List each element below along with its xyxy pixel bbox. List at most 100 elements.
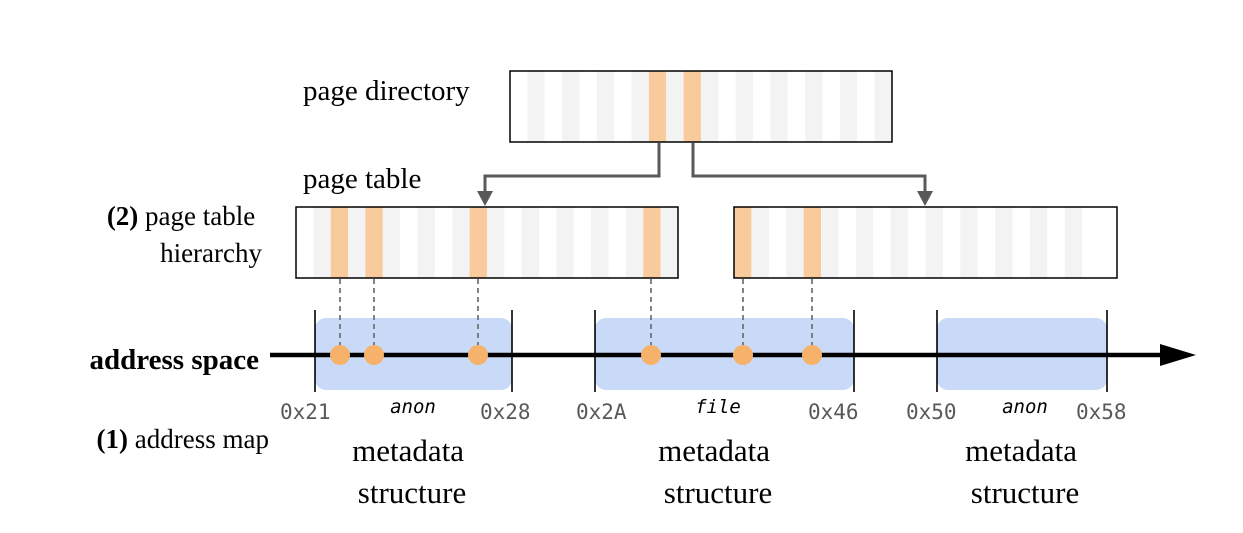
page-table-right-entry: [821, 207, 839, 278]
page-directory-entry: [753, 71, 771, 142]
page-table-left-entry: [591, 207, 609, 278]
arrowhead-right: [917, 191, 933, 206]
page-table-label: page table: [303, 163, 421, 195]
page-directory-entry-present: [648, 71, 667, 142]
page-directory: [509, 70, 893, 143]
page-table-right-entry: [977, 207, 996, 278]
page-table-left-entry: [539, 207, 557, 278]
address-map-label: (1) address map: [97, 424, 269, 454]
page-table-left-entry-present: [643, 207, 661, 278]
arrow-to-left-page-table: [483, 143, 661, 196]
page-table-left-entry: [625, 207, 644, 278]
page-table-right-entry: [1082, 207, 1100, 278]
page-table-left-entry: [486, 207, 505, 278]
page-table-left-entry: [556, 207, 574, 278]
page-table-right-entry: [995, 207, 1013, 278]
page-table-left-entry: [660, 207, 678, 278]
page-table-left-entry-present: [365, 207, 383, 278]
page-table-right-entry: [890, 207, 909, 278]
page-table-left-entry: [434, 207, 453, 278]
page-directory-entry: [857, 71, 875, 142]
mapped-page-dot: [802, 345, 822, 365]
page-table-right-entry: [1029, 207, 1048, 278]
mapped-page-dot: [364, 345, 384, 365]
mapping-lines: [339, 279, 813, 347]
page-table-left-entry: [382, 207, 401, 278]
page-directory-entry: [544, 71, 563, 142]
page-table-hierarchy-label: (2) page table hierarchy: [107, 201, 263, 268]
page-table-right: [733, 206, 1118, 279]
page-directory-entry: [596, 71, 615, 142]
page-table-right-entry: [925, 207, 943, 278]
region-2-type: file: [695, 396, 741, 418]
metadata-captions: metadata structure metadata structure me…: [352, 433, 1085, 510]
region-3-type: anon: [1002, 396, 1048, 418]
page-directory-entry: [666, 71, 684, 142]
page-table-right-entry: [1012, 207, 1030, 278]
arrowhead-left: [477, 191, 493, 206]
page-table-right-entry-present: [734, 207, 752, 278]
page-table-left-entry: [521, 207, 540, 278]
page-directory-entry: [822, 71, 840, 142]
page-directory-entry: [718, 71, 736, 142]
page-table-left-entry: [400, 207, 418, 278]
mapped-page-dot: [330, 345, 350, 365]
page-table-right-entry: [855, 207, 874, 278]
page-directory-entry: [510, 71, 528, 142]
region-boundaries: [314, 310, 1108, 392]
page-directory-entry: [562, 71, 580, 142]
page-directory-entry: [579, 71, 597, 142]
page-table-right-entry: [960, 207, 978, 278]
region-2-end: 0x46: [808, 400, 859, 424]
page-table-right-entry: [1064, 207, 1083, 278]
page-directory-entry: [527, 71, 545, 142]
region-1-caption: metadata structure: [352, 433, 472, 510]
address-space-label: address space: [90, 344, 260, 376]
page-table-right-entry: [751, 207, 769, 278]
region-3-caption: metadata structure: [965, 433, 1085, 510]
region-types: anon file anon: [390, 396, 1048, 418]
page-table-left-entry: [417, 207, 435, 278]
page-directory-entry: [700, 71, 719, 142]
page-table-left-entry: [573, 207, 592, 278]
page-directory-entry: [787, 71, 806, 142]
page-directory-entry: [735, 71, 754, 142]
arrow-to-right-page-table: [691, 143, 927, 196]
page-table-left-entry: [452, 207, 470, 278]
page-table-right-entry: [873, 207, 891, 278]
mapped-pages: [330, 345, 822, 365]
page-directory-entry: [770, 71, 788, 142]
page-table-left-entry: [348, 207, 366, 278]
page-table-right-entry: [838, 207, 856, 278]
hex-addresses: 0x21 0x28 0x2A 0x46 0x50 0x58: [280, 400, 1127, 424]
page-table-left-entry: [504, 207, 522, 278]
page-directory-entry: [805, 71, 823, 142]
page-directory-entry: [839, 71, 858, 142]
region-3-start: 0x50: [906, 400, 957, 424]
page-directory-entry: [631, 71, 649, 142]
directory-to-table-arrows: [483, 143, 927, 196]
page-table-left-entry: [296, 207, 314, 278]
mapped-page-dot: [733, 345, 753, 365]
page-table-left-entry: [608, 207, 626, 278]
page-table-left-entry-present: [469, 207, 487, 278]
mapped-page-dot: [641, 345, 661, 365]
page-table-right-entry: [786, 207, 804, 278]
page-table-right-entry-present: [803, 207, 822, 278]
page-table-left-entry-present: [330, 207, 349, 278]
region-1-end: 0x28: [480, 400, 531, 424]
region-1-start: 0x21: [280, 400, 331, 424]
region-2-start: 0x2A: [576, 400, 627, 424]
page-directory-entry: [874, 71, 892, 142]
page-table-right-entry: [768, 207, 787, 278]
address-space-axis: [270, 344, 1196, 366]
page-directory-entry: [614, 71, 632, 142]
page-table-right-entry: [1047, 207, 1065, 278]
page-directory-label: page directory: [303, 75, 470, 107]
page-table-right-entry: [908, 207, 926, 278]
page-directory-entry-present: [683, 71, 701, 142]
page-table-right-entry: [942, 207, 961, 278]
region-2-caption: metadata structure: [658, 433, 778, 510]
page-table-left: [295, 206, 679, 279]
